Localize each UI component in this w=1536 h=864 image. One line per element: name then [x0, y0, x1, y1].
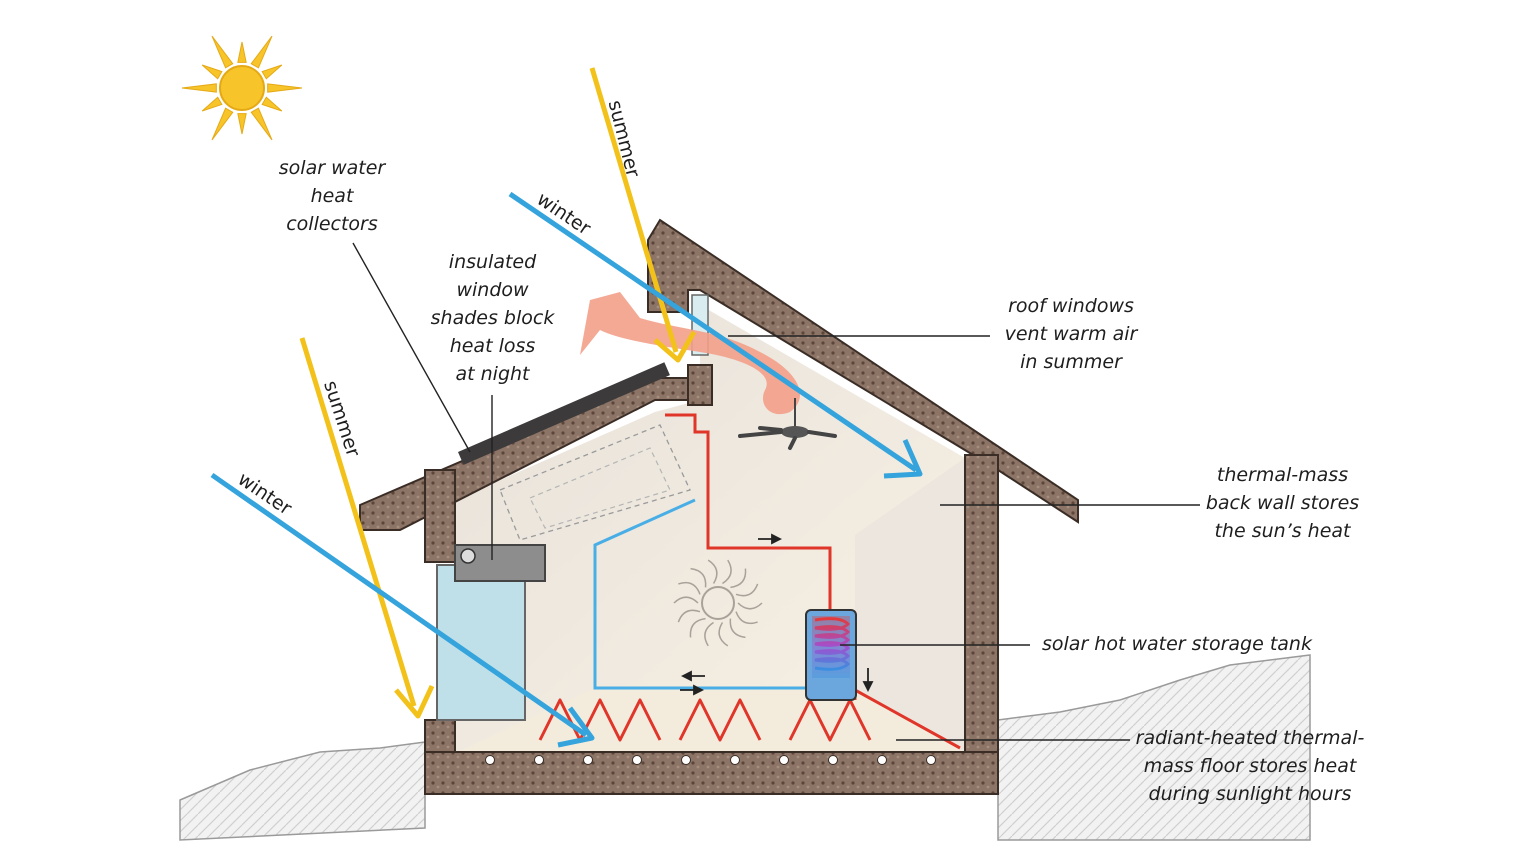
hot-water-storage-tank: [805, 609, 857, 701]
front-wall-lower: [424, 719, 456, 753]
floor-slab-dots: [485, 755, 936, 765]
summer-ray-left: [299, 337, 435, 719]
ceiling-insulation-inner: [529, 447, 671, 529]
label-roof-windows: roof windows vent warm air in summer: [1004, 295, 1138, 373]
leader-lines: [352, 242, 1200, 741]
flow-arrows: [680, 533, 874, 696]
cold-water-pipe: [593, 498, 820, 690]
foundation-slab: [424, 751, 999, 795]
label-insulated-shades: insulated window shades block heat loss …: [430, 251, 555, 385]
ceiling-fan-icon: [738, 398, 837, 450]
back-wall-face: [855, 458, 965, 752]
front-wall-upper: [424, 469, 456, 563]
label-storage-tank: solar hot water storage tank: [1042, 633, 1312, 655]
summer-ray-right: [589, 67, 697, 363]
ground: [179, 741, 426, 841]
label-solar-collectors: solar water heat collectors: [278, 157, 386, 235]
shade-roller-icon: [460, 548, 476, 564]
warm-air-arrow: [580, 292, 800, 415]
ceiling-insulation: [499, 424, 691, 541]
upper-roof: [647, 218, 1079, 524]
wall-sun-icon: [673, 559, 763, 647]
hot-water-pipe: [665, 413, 832, 612]
clerestory-post: [687, 364, 713, 406]
back-wall: [964, 454, 999, 753]
ground-right: [997, 654, 1311, 841]
label-radiant-floor: radiant-heated thermal- mass floor store…: [1135, 727, 1365, 805]
winter-ray-right: [508, 191, 923, 479]
solar-collector-panel: [458, 362, 670, 465]
sun-icon: [181, 35, 303, 141]
winter-ray-left: [210, 472, 595, 748]
label-thermal-wall: thermal-mass back wall stores the sun’s …: [1205, 464, 1360, 542]
